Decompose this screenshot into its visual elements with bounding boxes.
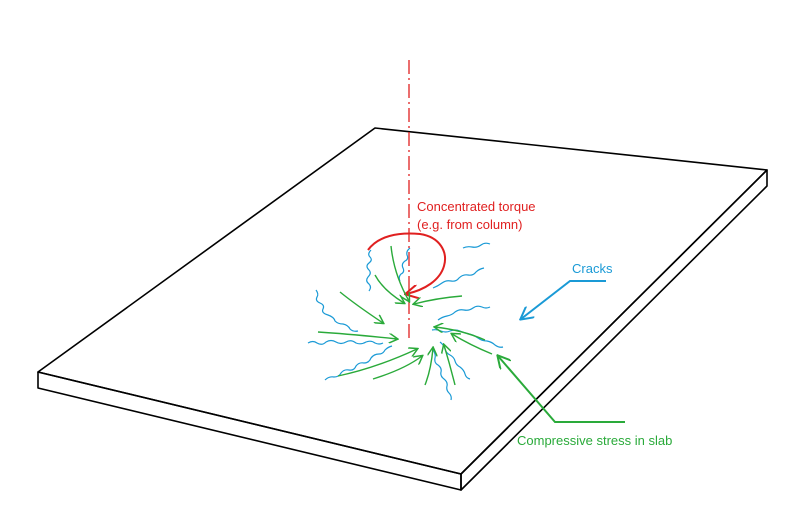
compression-arrow-10 — [444, 345, 456, 386]
torque-label-line1: Concentrated torque — [417, 199, 536, 214]
cracks-label: Cracks — [572, 261, 613, 276]
crack-2 — [307, 339, 384, 345]
slab — [37, 127, 768, 491]
compression-arrow-7 — [414, 295, 463, 304]
compression-arrow-2 — [317, 331, 397, 339]
compression-arrow-4 — [372, 356, 422, 380]
compression-arrow-6 — [374, 274, 404, 303]
crack-10 — [432, 349, 452, 401]
compression-arrow-1 — [339, 291, 383, 323]
torque-arrow — [367, 232, 446, 294]
crack-1 — [315, 289, 359, 332]
crack-4 — [366, 249, 372, 292]
crack-6 — [432, 267, 485, 289]
compression-leader-arrow — [498, 356, 625, 423]
compression-arrow-8 — [435, 327, 486, 341]
cracks-leader-arrow — [521, 280, 606, 319]
compression-arrow-11 — [424, 348, 433, 386]
compression-arrow-3 — [337, 349, 417, 377]
compression-arrow-9 — [452, 334, 493, 355]
compression-label: Compressive stress in slab — [517, 433, 672, 448]
slab-front-face — [37, 371, 462, 491]
torque-label-line2: (e.g. from column) — [417, 217, 522, 232]
slab-right-face — [460, 169, 768, 491]
slab-top-face — [37, 127, 768, 475]
crack-11 — [462, 242, 491, 249]
crack-7 — [437, 305, 491, 321]
compression-arrow-5 — [390, 245, 409, 301]
crack-5 — [398, 247, 411, 282]
compression-arrows — [317, 245, 493, 386]
cracks — [307, 242, 504, 401]
